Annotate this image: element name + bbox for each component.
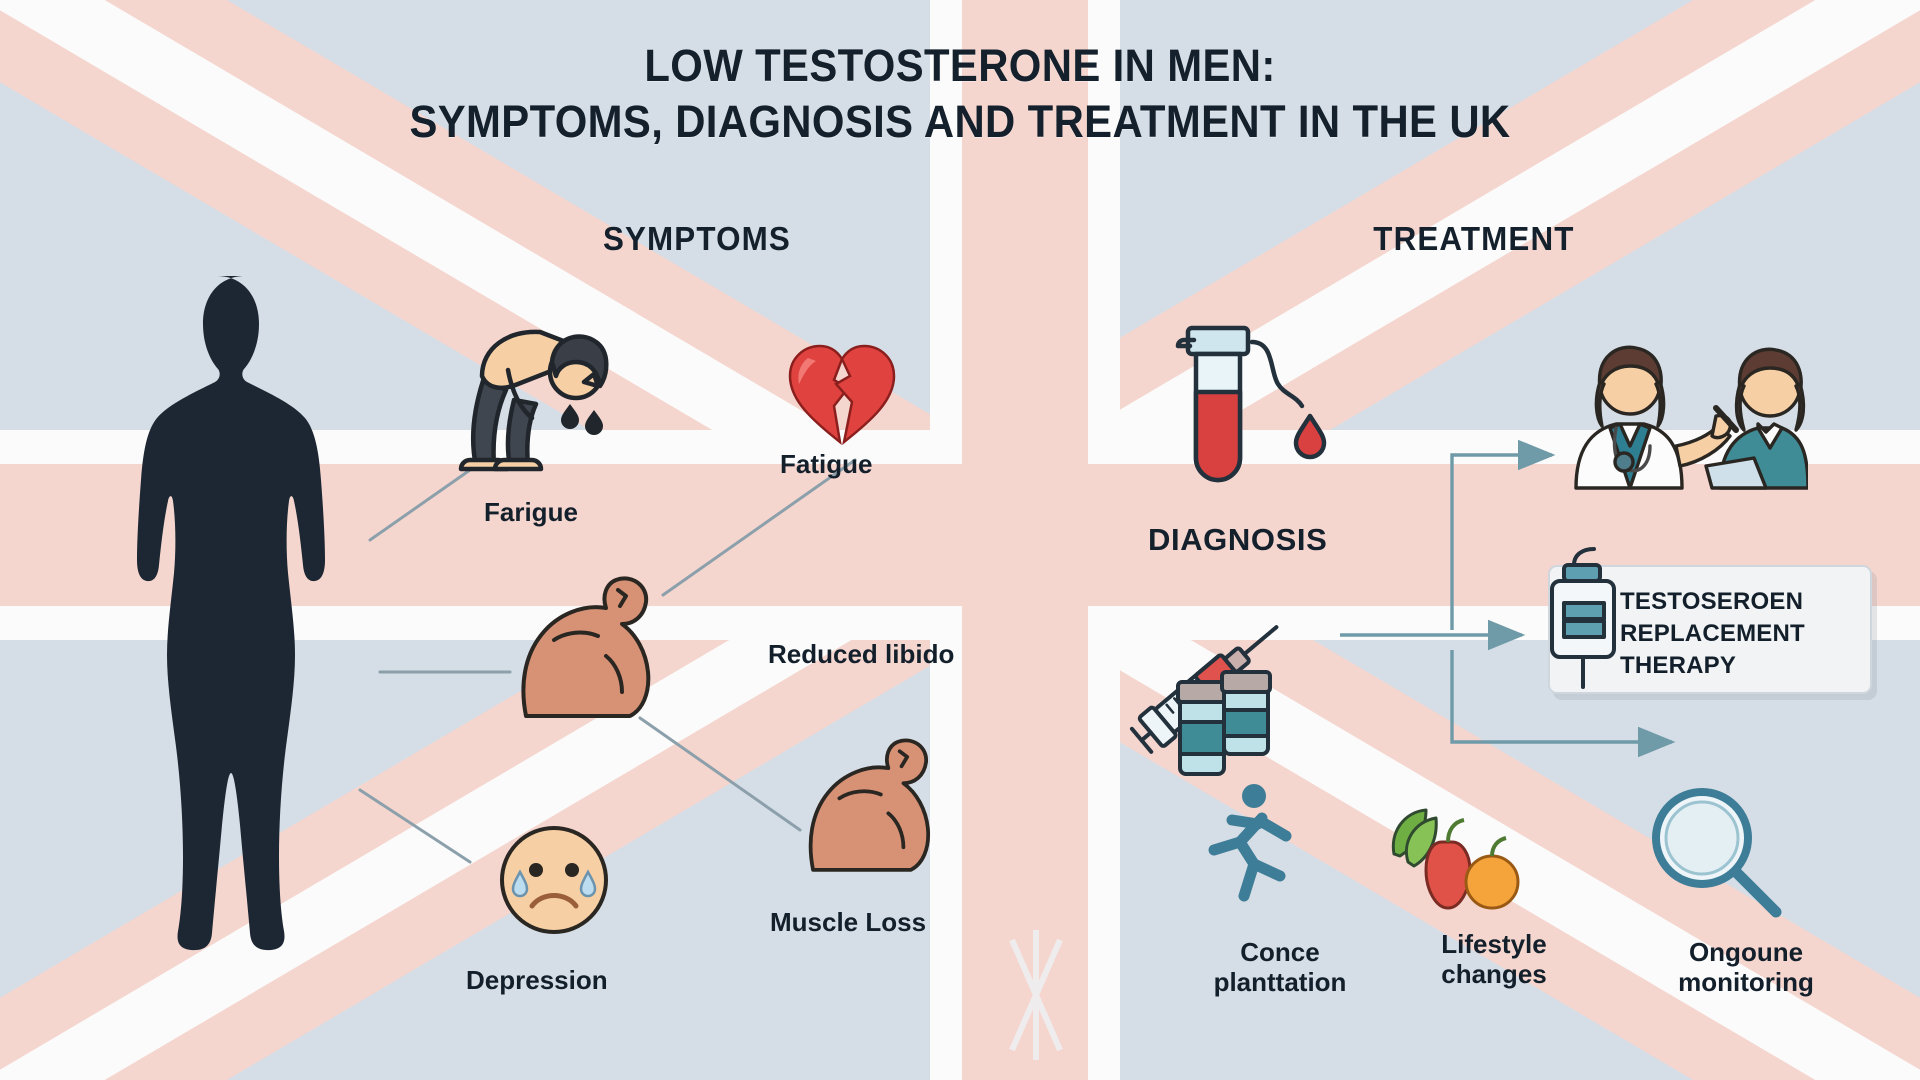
treatment-option-label-2: Ongoune monitoring <box>1646 937 1846 997</box>
symptom-label-muscle-loss: Muscle Loss <box>770 907 927 937</box>
trt-label-line2: REPLACEMENT <box>1620 619 1805 647</box>
section-heading-treatment: TREATMENT <box>1373 220 1575 257</box>
syringe-and-vials-icon <box>1129 625 1279 776</box>
section-heading-symptoms: SYMPTOMS <box>602 220 791 257</box>
treatment-option-label-2-line2: monitoring <box>1678 966 1814 997</box>
symptom-label-fatigue: Fatigue <box>780 449 873 479</box>
trt-label: TESTOSEROEN REPLACEMENT THERAPY <box>1620 586 1860 682</box>
magnifying-glass-icon <box>1652 788 1782 918</box>
blood-test-tube-icon <box>1175 325 1327 483</box>
treatment-option-label-0-line2: planttation <box>1213 966 1347 997</box>
symptom-label-reduced-libido: Reduced libido <box>768 639 955 669</box>
trt-label-line3: THERAPY <box>1620 651 1737 679</box>
running-person-icon <box>1208 784 1292 902</box>
treatment-option-label-2-line1: Ongoune <box>1688 937 1804 967</box>
broken-heart-icon <box>788 344 896 446</box>
two-doctors-icon <box>1574 345 1808 490</box>
sad-face-icon <box>500 826 608 934</box>
healthy-food-icon <box>1391 808 1520 910</box>
treatment-option-label-1-line1: Lifestyle <box>1441 929 1547 959</box>
symptom-label-farigue: Farigue <box>484 497 578 527</box>
tired-man-icon <box>458 329 609 472</box>
treatment-option-label-1: Lifestyle changes <box>1404 929 1584 989</box>
flexed-biceps-icon-2 <box>808 738 931 872</box>
treatment-option-label-0-line1: Conce <box>1240 937 1320 967</box>
treatment-option-label-0: Conce planttation <box>1190 937 1370 997</box>
flexed-biceps-icon <box>521 576 651 718</box>
male-body-silhouette-icon <box>137 276 325 951</box>
trt-label-line1: TESTOSEROEN <box>1620 588 1804 615</box>
symptom-label-depression: Depression <box>466 965 608 995</box>
arrow-to-consultation <box>1450 439 1556 630</box>
section-heading-diagnosis: DIAGNOSIS <box>1148 522 1328 557</box>
arrow-to-monitoring <box>1450 650 1676 758</box>
treatment-option-label-1-line2: changes <box>1441 958 1547 989</box>
iv-bag-icon <box>1550 547 1616 689</box>
